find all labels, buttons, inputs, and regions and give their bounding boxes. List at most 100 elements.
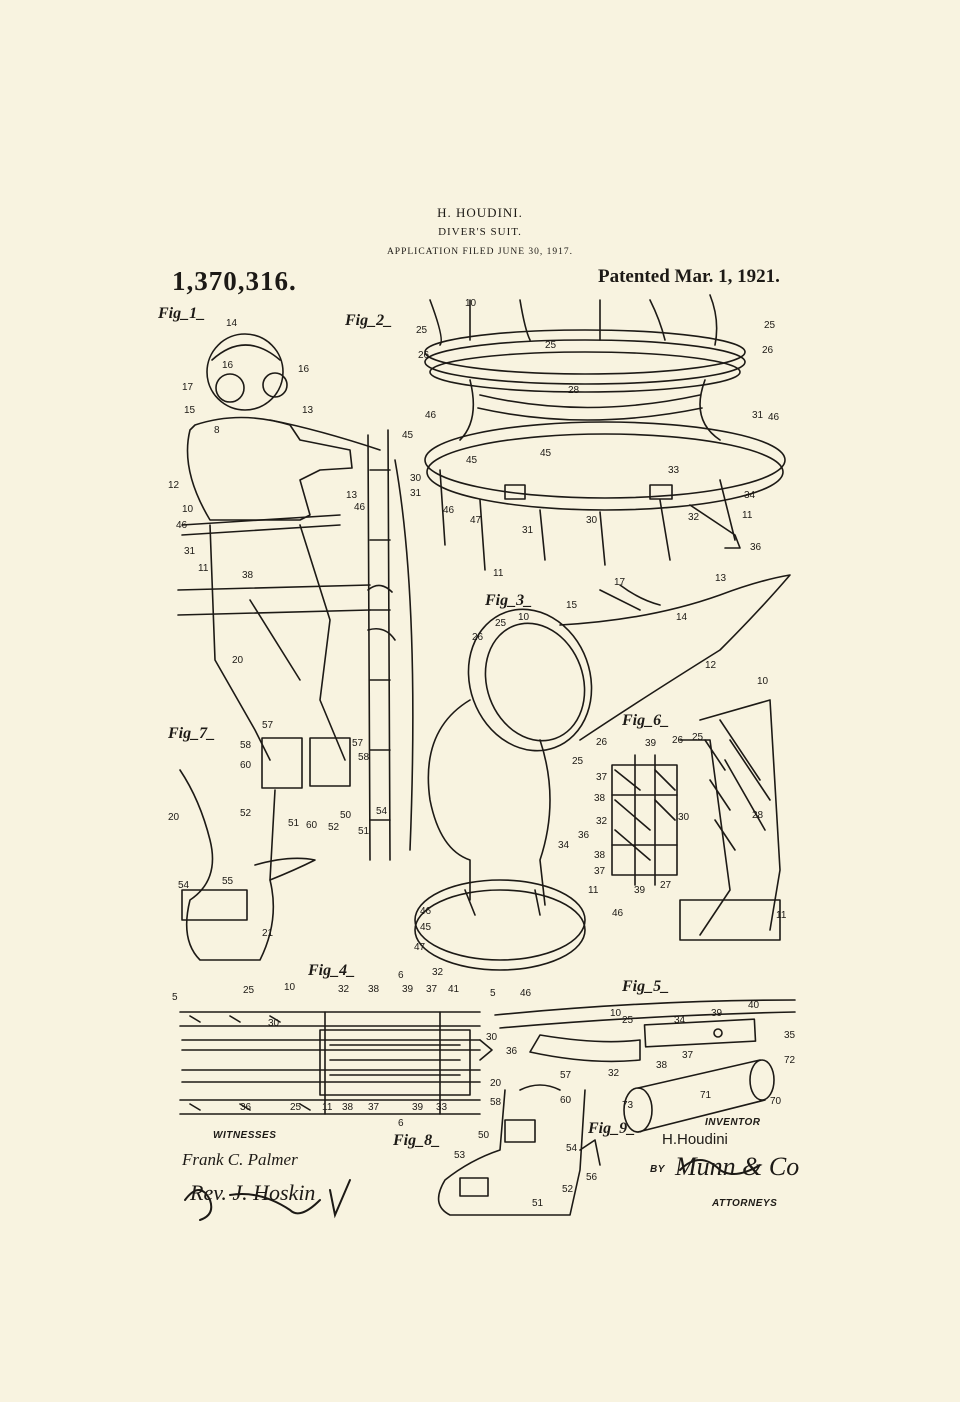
ref-numeral: 25 bbox=[290, 1102, 302, 1113]
ref-numeral: 56 bbox=[586, 1172, 598, 1183]
ref-numeral: 25 bbox=[692, 732, 704, 743]
attorney-signature: Munn & Co bbox=[675, 1152, 800, 1181]
ref-numeral: 72 bbox=[784, 1055, 796, 1066]
ref-numeral: 52 bbox=[562, 1184, 574, 1195]
ref-numeral: 70 bbox=[770, 1096, 782, 1107]
ref-numeral: 11 bbox=[198, 563, 209, 574]
ref-numeral: 37 bbox=[594, 866, 606, 877]
ref-numeral: 30 bbox=[586, 515, 598, 526]
ref-numeral: 36 bbox=[240, 1102, 252, 1113]
ref-numeral: 51 bbox=[532, 1198, 544, 1209]
ref-numeral: 10 bbox=[757, 676, 769, 687]
fig-2-caption: Fig_2_ bbox=[345, 312, 393, 329]
ref-numeral: 37 bbox=[426, 984, 438, 995]
ref-numeral: 30 bbox=[486, 1032, 498, 1043]
fig-4-caption: Fig_4_ bbox=[308, 962, 356, 979]
patented-date: Patented Mar. 1, 1921. bbox=[598, 266, 780, 287]
ref-numeral: 16 bbox=[222, 360, 234, 371]
fig-5-caption: Fig_5_ bbox=[622, 978, 670, 995]
patent-number: 1,370,316. bbox=[172, 266, 297, 296]
ref-numeral: 6 bbox=[398, 970, 404, 981]
fig-6-caption: Fig_6_ bbox=[622, 712, 670, 729]
ref-numeral: 60 bbox=[240, 760, 252, 771]
ref-numeral: 39 bbox=[645, 738, 657, 749]
ref-numeral: 39 bbox=[711, 1008, 723, 1019]
ref-numeral: 25 bbox=[243, 985, 255, 996]
ref-numeral: 11 bbox=[493, 568, 504, 579]
ref-numeral: 46 bbox=[443, 505, 455, 516]
ref-numeral: 54 bbox=[376, 806, 388, 817]
ref-numeral: 20 bbox=[232, 655, 244, 666]
ref-numeral: 54 bbox=[178, 880, 190, 891]
patent-title: DIVER'S SUIT. bbox=[438, 226, 522, 238]
inventor-label: INVENTOR bbox=[705, 1117, 761, 1128]
ref-numeral: 31 bbox=[410, 488, 422, 499]
ref-numeral: 6 bbox=[398, 1118, 404, 1129]
ref-numeral: 31 bbox=[184, 546, 196, 557]
ref-numeral: 35 bbox=[784, 1030, 796, 1041]
fig-9-caption: Fig_9_ bbox=[588, 1120, 636, 1137]
ref-numeral: 46 bbox=[354, 502, 366, 513]
figure-9-drawing bbox=[579, 1139, 601, 1166]
ref-numeral: 34 bbox=[558, 840, 570, 851]
ref-numeral: 10 bbox=[465, 298, 477, 309]
figure-5-drawing bbox=[494, 999, 796, 1133]
ref-numeral: 25 bbox=[764, 320, 776, 331]
ref-numeral: 57 bbox=[262, 720, 274, 731]
ref-numeral: 13 bbox=[715, 573, 727, 584]
ref-numeral: 41 bbox=[448, 984, 460, 995]
ref-numeral: 54 bbox=[566, 1143, 578, 1154]
ref-numeral: 15 bbox=[566, 600, 578, 611]
ref-numeral: 36 bbox=[578, 830, 590, 841]
ref-numeral: 46 bbox=[425, 410, 437, 421]
ref-numeral: 46 bbox=[176, 520, 188, 531]
figure-2-drawing bbox=[424, 294, 786, 571]
ref-numeral: 45 bbox=[466, 455, 478, 466]
ref-numeral: 37 bbox=[596, 772, 608, 783]
ref-numeral: 73 bbox=[622, 1100, 634, 1111]
ref-numeral: 20 bbox=[168, 812, 180, 823]
ref-numeral: 45 bbox=[540, 448, 552, 459]
ref-numeral: 25 bbox=[572, 756, 584, 767]
ref-numeral: 11 bbox=[322, 1102, 333, 1113]
ref-numeral: 28 bbox=[568, 385, 580, 396]
ref-numeral: 55 bbox=[222, 876, 234, 887]
figure-1-drawing bbox=[177, 333, 414, 861]
ref-numeral: 26 bbox=[762, 345, 774, 356]
ref-numeral: 25 bbox=[545, 340, 557, 351]
figure-7-drawing bbox=[179, 769, 316, 961]
ref-numeral: 21 bbox=[262, 928, 274, 939]
ref-numeral: 25 bbox=[622, 1015, 634, 1026]
application-filed: APPLICATION FILED JUNE 30, 1917. bbox=[386, 247, 574, 257]
ref-numeral: 47 bbox=[470, 515, 482, 526]
ref-numeral: 25 bbox=[495, 618, 507, 629]
ref-numeral: 26 bbox=[596, 737, 608, 748]
ref-numeral: 11 bbox=[588, 885, 599, 896]
inventor-name: H.Houdini bbox=[662, 1131, 728, 1148]
ref-numeral: 10 bbox=[182, 504, 194, 515]
ref-numeral: 39 bbox=[412, 1102, 424, 1113]
ref-numeral: 5 bbox=[490, 988, 496, 999]
ref-numeral: 15 bbox=[184, 405, 196, 416]
ref-numeral: 33 bbox=[668, 465, 680, 476]
ref-numeral: 28 bbox=[752, 810, 764, 821]
ref-numeral: 38 bbox=[342, 1102, 354, 1113]
ref-numeral: 32 bbox=[596, 816, 608, 827]
ref-numeral: 26 bbox=[418, 350, 430, 361]
ref-numeral: 32 bbox=[688, 512, 700, 523]
ref-numeral: 10 bbox=[518, 612, 530, 623]
ref-numeral: 38 bbox=[594, 793, 606, 804]
ref-numeral: 27 bbox=[660, 880, 672, 891]
ref-numeral: 34 bbox=[674, 1015, 686, 1026]
ref-numeral: 52 bbox=[328, 822, 340, 833]
ref-numeral: 38 bbox=[656, 1060, 668, 1071]
ref-numeral: 33 bbox=[436, 1102, 448, 1113]
ref-numeral: 58 bbox=[240, 740, 252, 751]
inventor-heading: H. HOUDINI. bbox=[437, 205, 523, 220]
ref-numeral: 34 bbox=[744, 490, 756, 501]
ref-numeral: 5 bbox=[172, 992, 178, 1003]
ref-numeral: 45 bbox=[420, 922, 432, 933]
ref-numeral: 53 bbox=[454, 1150, 466, 1161]
